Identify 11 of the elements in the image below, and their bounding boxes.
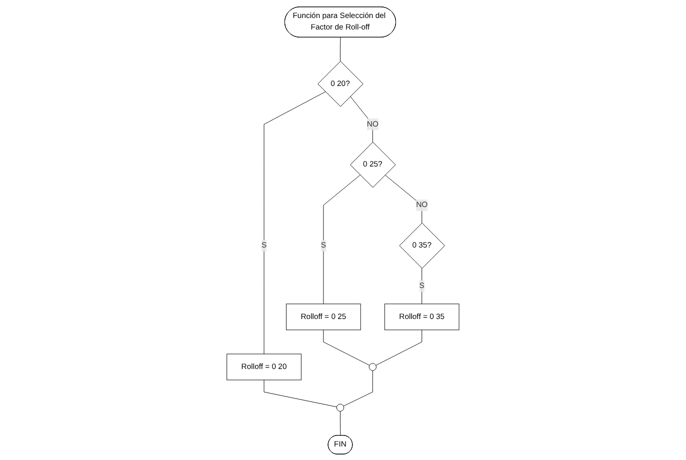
connector — [323, 329, 370, 366]
connector — [264, 91, 326, 354]
connector — [264, 379, 337, 407]
connector — [340, 36, 341, 61]
connector — [350, 96, 373, 142]
connector — [340, 410, 341, 436]
connector — [376, 329, 422, 366]
node-circle — [368, 362, 377, 370]
connector — [323, 174, 361, 304]
node-circle — [336, 403, 344, 412]
connector — [384, 174, 422, 223]
